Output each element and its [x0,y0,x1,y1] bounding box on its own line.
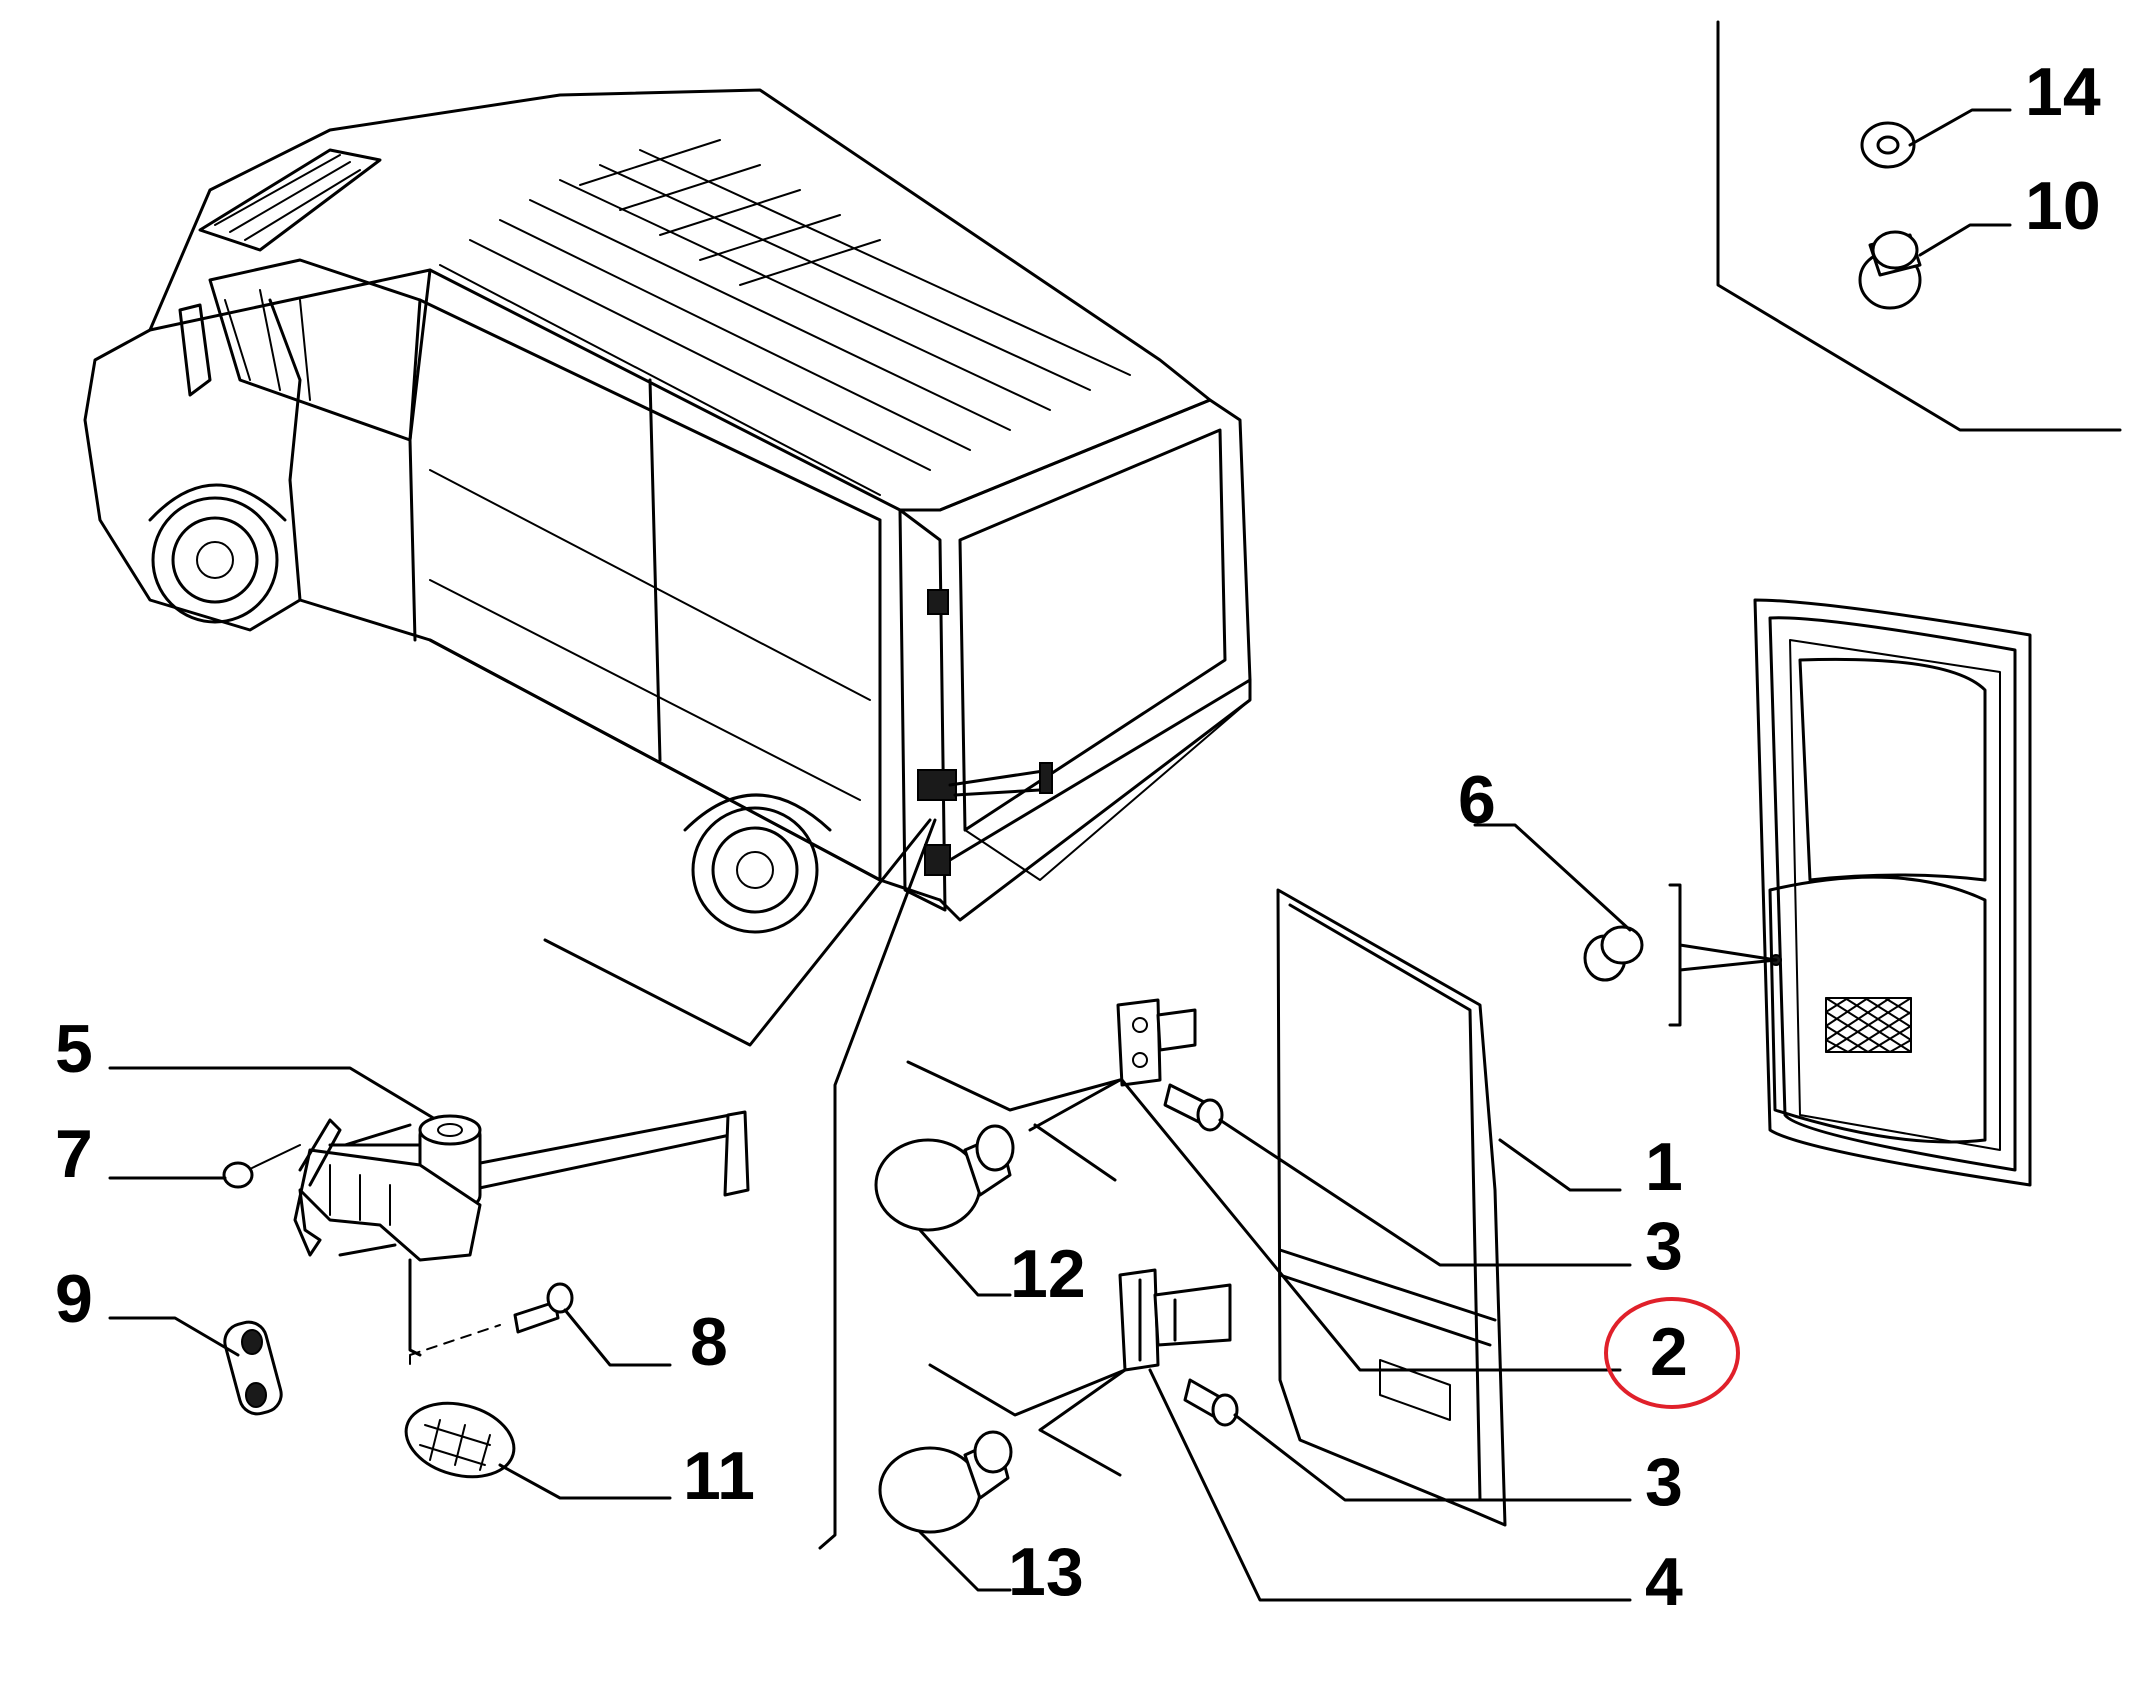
callout-7: 7 [55,1116,93,1192]
grommet-9 [108,1316,283,1416]
callout-10: 10 [2025,168,2101,244]
callout-14: 14 [2025,54,2101,130]
callout-6: 6 [1458,762,1496,838]
bolt-8 [409,1282,672,1367]
bumper-13 [878,1430,1013,1592]
part-6-plug [1473,823,1644,982]
van-leaders [543,818,937,1550]
callout-4: 4 [1645,1544,1683,1620]
door-check-strap [108,1066,750,1371]
callout-13: 13 [1008,1534,1084,1610]
callout-11: 11 [683,1438,755,1514]
callout-2: 2 [1650,1314,1688,1390]
van-illustration [83,88,1252,934]
bumper-12 [874,1124,1015,1297]
callout-3-lower: 3 [1645,1444,1683,1520]
upper-hinge [906,998,1632,1372]
lower-hinge [928,1268,1632,1602]
side-door-panel [1276,888,1622,1527]
callout-1: 1 [1645,1129,1683,1205]
callout-9: 9 [55,1261,93,1337]
grommet-11 [404,1401,672,1500]
callout-8: 8 [690,1304,728,1380]
nut-7 [108,1144,301,1189]
inset-box [1716,20,2122,432]
highlight-circle [1604,1297,1740,1409]
callout-5: 5 [55,1011,93,1087]
callout-12: 12 [1010,1236,1086,1312]
rear-door-view [1668,598,2032,1187]
callout-3-upper: 3 [1645,1208,1683,1284]
